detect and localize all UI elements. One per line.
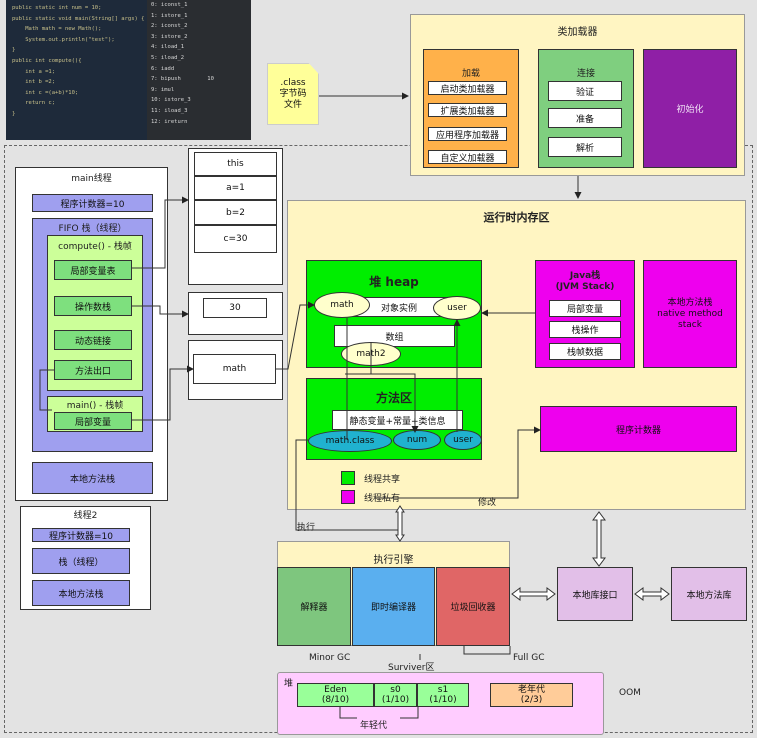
survivor-s1: s1(1/10) <box>417 683 469 707</box>
survivor-s0: s0(1/10) <box>374 683 417 707</box>
jvm-frame-data: 栈帧数据 <box>549 343 621 360</box>
local-a: a=1 <box>194 176 277 200</box>
local-b: b=2 <box>194 200 277 225</box>
fifo-stack-title: FIFO 栈（线程） <box>58 224 127 234</box>
static-num: num <box>393 430 441 450</box>
bytecode-line: 9: imul <box>151 86 175 93</box>
native-method-stack: 本地方法栈 native method stack <box>643 260 737 368</box>
source-code-line: Math math = new Math(); <box>12 26 102 33</box>
legend-private-label: 线程私有 <box>364 494 401 504</box>
bytecode-line: 2: iconst_2 <box>151 23 188 30</box>
heap-math: math <box>314 292 370 318</box>
heap-gen-title: 堆 <box>284 679 294 689</box>
execute-label: 执行 <box>297 523 316 533</box>
jvm-stack-title: Java栈 (JVM Stack) <box>555 271 615 292</box>
source-code-line: int a =1; <box>12 68 56 75</box>
initialization: 初始化 <box>643 49 737 168</box>
survivor-label: Surviver区 <box>388 663 435 673</box>
code-editor-image: public static int num = 10; public static… <box>6 0 147 140</box>
program-counter: 程序计数器 <box>540 406 737 452</box>
bytecode-line: 6: iadd <box>151 65 175 72</box>
extension-loader: 扩展类加载器 <box>428 103 507 117</box>
source-code-line: System.out.println("test"); <box>12 36 115 43</box>
source-code-line: } <box>12 47 16 54</box>
local-var-table: 局部变量表 <box>54 260 132 280</box>
application-loader: 应用程序加载器 <box>428 127 507 141</box>
main-frame-title: main() - 栈帧 <box>66 401 124 411</box>
source-code-line: return c; <box>12 100 56 107</box>
compute-frame-title: compute() - 栈帧 <box>58 242 132 252</box>
verify: 验证 <box>548 81 622 101</box>
young-gen-label: 年轻代 <box>360 721 388 731</box>
execution-engine-title: 执行引擎 <box>373 555 414 566</box>
source-code-line: } <box>12 110 16 117</box>
main-local-var: 局部变量 <box>54 412 132 430</box>
bytecode-line: 7: bipush 10 <box>151 76 214 83</box>
load-title: 加载 <box>461 69 480 79</box>
operand-value: 30 <box>203 298 267 318</box>
dynamic-link: 动态链接 <box>54 330 132 350</box>
modify-label: 修改 <box>476 495 499 508</box>
thread2-title: 线程2 <box>73 511 98 521</box>
jit-compiler: 即时编译器 <box>352 567 435 646</box>
legend-shared-label: 线程共享 <box>364 475 401 485</box>
main-native-stack: 本地方法栈 <box>32 462 153 494</box>
source-code-line: int c =(a+b)*10; <box>12 89 79 96</box>
eden: Eden(8/10) <box>297 683 374 707</box>
heap-user: user <box>433 296 481 320</box>
bytecode-line: 5: iload_2 <box>151 54 185 61</box>
bytecode-line: 0: iconst_1 <box>151 2 188 8</box>
main-pc: 程序计数器=10 <box>32 194 153 212</box>
class-loader-title: 类加载器 <box>557 27 598 38</box>
method-area-title: 方法区 <box>375 391 412 405</box>
heap-math2: math2 <box>341 342 401 366</box>
minor-gc-label: Minor GC <box>309 653 351 663</box>
prepare: 准备 <box>548 108 622 128</box>
runtime-title: 运行时内存区 <box>483 211 550 224</box>
static-user: user <box>444 430 482 450</box>
bootstrap-loader: 启动类加载器 <box>428 81 507 95</box>
main-local-value: math <box>193 354 276 384</box>
local-c: c=30 <box>194 225 277 253</box>
main-thread-title: main线程 <box>71 174 112 184</box>
bytecode-line: 10: istore_3 <box>151 97 191 104</box>
bytecode-line: 4: iload_1 <box>151 44 185 51</box>
old-generation: 老年代(2/3) <box>490 683 573 707</box>
native-interface: 本地库接口 <box>557 567 633 621</box>
static-info: 静态变量+常量+类信息 <box>332 410 463 430</box>
garbage-collector: 垃圾回收器 <box>436 567 510 646</box>
bytecode-image: 0: iconst_1 1: istore_1 2: iconst_2 3: isto… <box>147 0 251 140</box>
heap-title: 堆 heap <box>369 275 419 289</box>
thread2-native: 本地方法栈 <box>32 580 130 606</box>
operand-stack: 操作数栈 <box>54 296 132 316</box>
source-code-line: public static void main(String[] args) { <box>12 15 145 22</box>
interpreter: 解释器 <box>277 567 351 646</box>
bytecode-line: 1: istore_1 <box>151 12 188 19</box>
math-class: math.class <box>308 430 392 452</box>
class-file-note: .class 字节码 文件 <box>267 63 319 125</box>
legend-shared-swatch <box>341 471 355 485</box>
source-code-line: int b =2; <box>12 79 56 86</box>
native-library: 本地方法库 <box>671 567 747 621</box>
local-this: this <box>194 152 277 176</box>
method-exit: 方法出口 <box>54 360 132 380</box>
source-code-line: public int compute(){ <box>12 57 82 64</box>
bytecode-line: 11: iload_3 <box>151 107 188 114</box>
thread2-stack: 栈（线程） <box>32 548 130 574</box>
jvm-local-vars: 局部变量 <box>549 300 621 317</box>
custom-loader: 自定义加载器 <box>428 150 507 164</box>
full-gc-label: Full GC <box>513 653 545 663</box>
link-title: 连接 <box>576 69 595 79</box>
bytecode-line: 3: istore_2 <box>151 33 188 40</box>
source-code-line: public static int num = 10; <box>12 5 102 11</box>
resolve: 解析 <box>548 137 622 157</box>
legend-private-swatch <box>341 490 355 504</box>
jvm-stack-ops: 栈操作 <box>549 321 621 338</box>
thread2-pc: 程序计数器=10 <box>32 528 130 542</box>
oom-label: OOM <box>619 688 641 698</box>
bytecode-line: 12: ireturn <box>151 118 188 125</box>
